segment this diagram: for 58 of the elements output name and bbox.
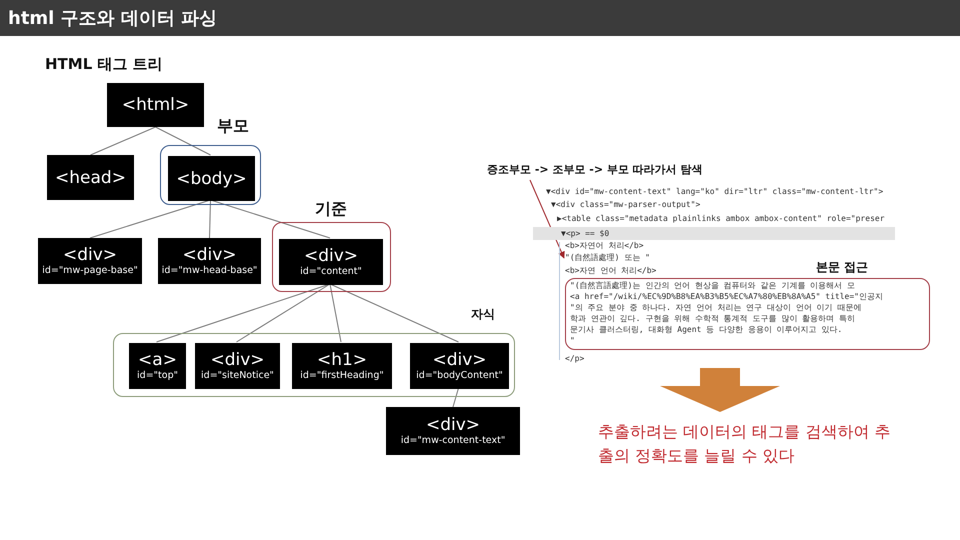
code-line: ▼<div id="mw-content-text" lang="ko" dir="ltr" class="mw-content-ltr"> [546, 187, 884, 197]
tag-name: <a> [138, 350, 177, 370]
tag-id: id="top" [137, 370, 178, 382]
code-line: 학과 연관이 깊다. 구현을 위해 수학적 통계적 도구를 많이 활용하며 특히 [570, 314, 855, 324]
tag-name: <div> [432, 350, 487, 370]
tag-id: id="mw-head-base" [162, 265, 258, 277]
connector-line [330, 284, 459, 342]
tag-box [410, 343, 509, 389]
tag-id: id="mw-content-text" [400, 435, 506, 447]
tag-id: id="firstHeading" [300, 370, 384, 382]
connector-line [452, 388, 459, 408]
tag-name: <body> [176, 168, 247, 188]
code-line: 문기사 클러스터링, 대화형 Agent 등 다양한 응용이 이루어지고 있다. [570, 325, 842, 335]
tag-box [195, 343, 280, 389]
tag-name: <div> [210, 350, 265, 370]
conclusion-text: 추출하려는 데이터의 태그를 검색하여 추출의 정확도를 늘릴 수 있다 [598, 421, 892, 467]
connector-line [236, 284, 330, 342]
tag-name: <div> [62, 245, 118, 265]
code-line: "의 주요 분야 중 하나다. 자연 언어 처리는 연구 대상이 언어 이기 때문에 [570, 303, 862, 313]
tag-box [158, 238, 261, 284]
code-line: <b>자연 언어 처리</b> [565, 266, 656, 276]
connector-line [330, 284, 342, 342]
tag-id: id="siteNotice" [201, 370, 274, 382]
code-line: ▶<table class="metadata plainlinks ambox ambox-content" role="preser [557, 214, 885, 224]
frame-heading: 본문 접근 [816, 259, 868, 276]
code-line: ▼<p> == $0 [561, 229, 610, 239]
tag-box [279, 239, 383, 285]
tag-box [168, 156, 255, 201]
tag-name: <div> [304, 246, 358, 266]
code-line: <a href="/wiki/%EC%9D%B8%EA%B3%B5%EC%A7%80%EB%8A%A5" title="인공지 [570, 292, 883, 302]
tag-box [38, 238, 142, 284]
frame-heading: 기준 [315, 199, 347, 220]
code-line: "(自然語處理) 또는 " [565, 252, 685, 264]
tag-name: <div> [182, 245, 237, 265]
tag-name: <div> [426, 415, 480, 435]
tag-name: <head> [55, 168, 126, 188]
tag-id: id="mw-page-base" [42, 265, 138, 277]
connector-line [90, 126, 156, 156]
code-line: "(自然言語處理)는 인간의 언어 현상을 컴퓨터와 같은 기계를 이용해서 모 [570, 281, 855, 291]
code-line: <b>자연어 처리</b> [565, 241, 644, 251]
tag-id: id="content" [300, 266, 362, 278]
tag-box [386, 407, 520, 455]
code-line: ▼<div class="mw-parser-output"> [551, 200, 700, 210]
tag-id: id="bodyContent" [416, 370, 503, 382]
tag-box [292, 343, 392, 389]
frame-heading: 자식 [471, 306, 495, 323]
connector-line [155, 126, 211, 156]
code-line: " [570, 336, 575, 346]
annotation-text: 증조부모 -> 조부모 -> 부모 따라가서 탐색 [487, 162, 727, 180]
tag-name: <html> [122, 95, 190, 115]
tag-box [47, 155, 134, 200]
frame-heading: 부모 [217, 116, 249, 137]
tag-name: <h1> [316, 350, 368, 370]
section-heading: HTML 태그 트리 [45, 55, 163, 74]
connector-line [209, 200, 211, 238]
page-title: html 구조와 데이터 파싱 [8, 7, 218, 30]
tag-box [129, 343, 186, 389]
tag-box [107, 83, 204, 127]
